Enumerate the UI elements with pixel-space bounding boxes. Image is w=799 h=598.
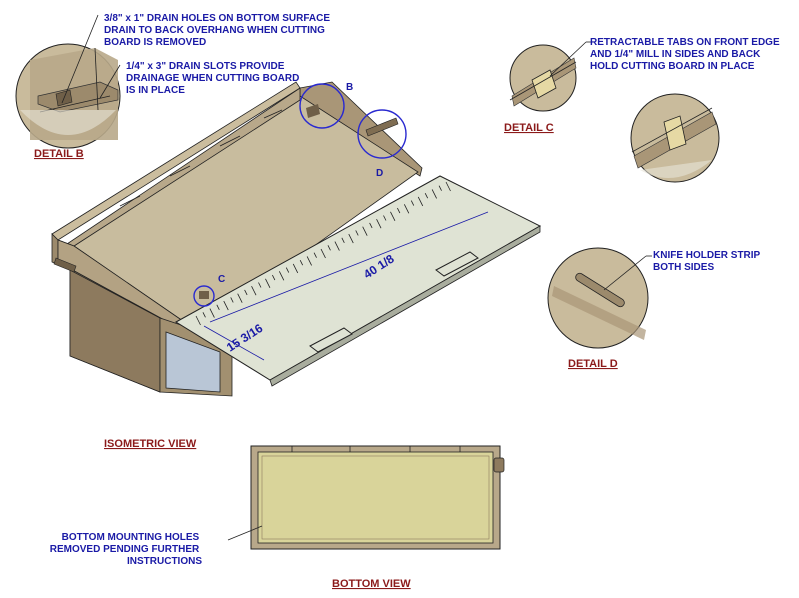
ruler-tick bbox=[376, 219, 382, 229]
ruler-tick bbox=[230, 297, 234, 303]
side-handle bbox=[53, 257, 77, 273]
note-drain-slots: 1/4" x 3" DRAIN SLOTS PROVIDE DRAINAGE W… bbox=[126, 61, 302, 96]
ruler-tick bbox=[292, 263, 299, 274]
ruler-tick bbox=[306, 256, 312, 266]
ruler-tick bbox=[362, 226, 368, 236]
ruler-tick bbox=[424, 192, 429, 199]
ruler-tick bbox=[327, 245, 331, 251]
callout-label-c: C bbox=[218, 274, 225, 285]
leader-mounting bbox=[227, 525, 263, 541]
ruler-tick bbox=[244, 289, 248, 296]
title-detail-d: DETAIL D bbox=[568, 358, 618, 370]
bottom-view bbox=[250, 445, 505, 550]
detail-d bbox=[547, 247, 649, 349]
ruler-tick bbox=[299, 259, 304, 266]
ruler-tick bbox=[258, 282, 262, 288]
note-drain-holes: 3/8" x 1" DRAIN HOLES ON BOTTOM SURFACE … bbox=[104, 13, 333, 48]
cutting-board: 40 1/8 15 3/16 bbox=[175, 175, 542, 387]
ruler-tick bbox=[417, 196, 424, 207]
ruler-tick bbox=[445, 181, 451, 192]
end-window bbox=[165, 331, 221, 393]
callout-circle-d bbox=[357, 109, 407, 159]
ruler-tick bbox=[251, 286, 257, 296]
ruler-tick bbox=[202, 312, 206, 318]
leader-drain-holes bbox=[61, 14, 99, 104]
note-tabs: RETRACTABLE TABS ON FRONT EDGE AND 1/4" … bbox=[590, 37, 782, 72]
leader-drain-slots bbox=[99, 64, 121, 99]
knife-holder-strip bbox=[575, 272, 625, 308]
ruler-tick bbox=[237, 293, 243, 303]
ruler-tick bbox=[285, 267, 290, 273]
board-handle-front bbox=[309, 327, 353, 353]
bottom-panel bbox=[257, 451, 494, 544]
callout-circle-b bbox=[299, 83, 345, 129]
ruler-scale bbox=[195, 181, 451, 326]
dim-line-length bbox=[209, 211, 489, 323]
ruler-tick bbox=[209, 308, 215, 318]
callout-circle-c bbox=[193, 285, 215, 307]
leader-tabs bbox=[549, 41, 587, 77]
detail-c bbox=[509, 44, 577, 112]
callout-label-b: B bbox=[346, 82, 353, 93]
ruler-tick bbox=[265, 278, 271, 288]
ruler-tick bbox=[348, 233, 354, 244]
ruler-tick bbox=[320, 248, 326, 259]
ruler-tick bbox=[313, 252, 317, 258]
dim-line-width bbox=[203, 325, 265, 361]
note-knife: KNIFE HOLDER STRIP BOTH SIDES bbox=[653, 250, 763, 273]
ruler-tick bbox=[278, 271, 285, 281]
isometric-view bbox=[51, 81, 423, 397]
ruler-tick bbox=[410, 200, 415, 206]
detail-c-second bbox=[630, 93, 720, 183]
ruler-tick bbox=[341, 237, 345, 244]
ruler-tick bbox=[355, 230, 359, 236]
ruler-tick bbox=[195, 315, 201, 326]
ruler-tick bbox=[369, 222, 373, 229]
ruler-tick bbox=[403, 204, 410, 214]
leader-knife bbox=[603, 255, 647, 291]
ruler-tick bbox=[216, 304, 220, 311]
board-handle-back bbox=[435, 251, 479, 277]
ruler-tick bbox=[438, 185, 442, 191]
note-mounting: BOTTOM MOUNTING HOLES REMOVED PENDING FU… bbox=[50, 532, 203, 567]
title-detail-c: DETAIL C bbox=[504, 122, 554, 134]
ruler-tick bbox=[223, 300, 229, 311]
title-detail-b: DETAIL B bbox=[34, 148, 84, 160]
bottom-tab bbox=[493, 457, 505, 473]
ruler-tick bbox=[390, 211, 396, 221]
ruler-tick bbox=[431, 189, 437, 199]
detail-b bbox=[15, 43, 121, 149]
ruler-tick bbox=[397, 207, 401, 214]
title-isometric: ISOMETRIC VIEW bbox=[104, 438, 197, 450]
ruler-tick bbox=[383, 215, 387, 221]
ruler-tick bbox=[334, 241, 340, 251]
ruler-tick bbox=[272, 274, 276, 281]
title-bottom-view: BOTTOM VIEW bbox=[332, 578, 411, 590]
callout-label-d: D bbox=[376, 168, 383, 179]
